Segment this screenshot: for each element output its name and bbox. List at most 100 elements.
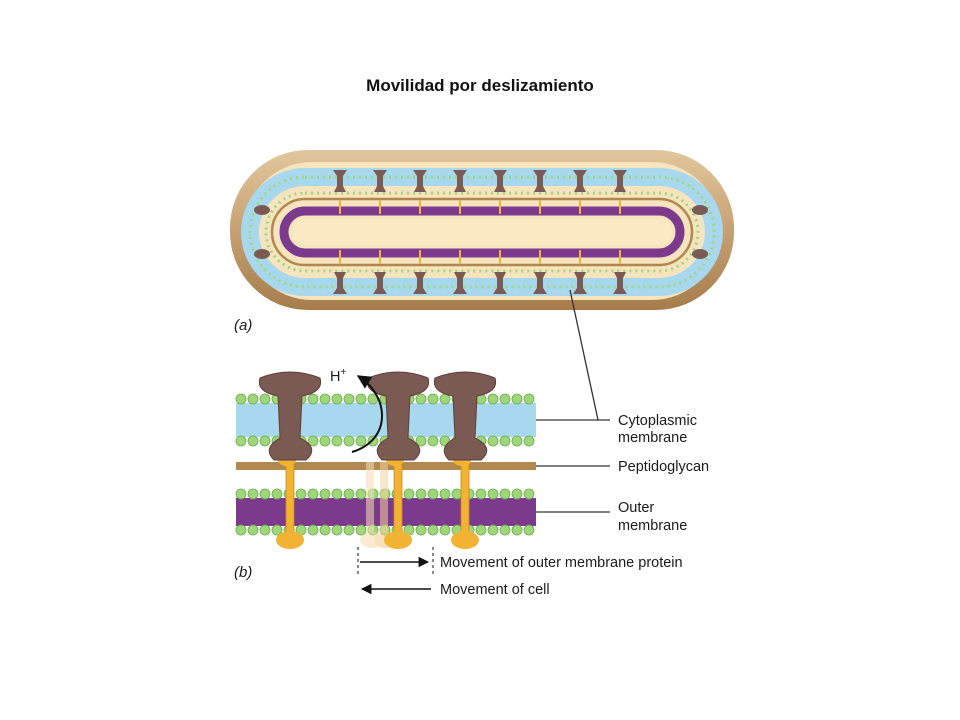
lipid-head [427, 435, 439, 447]
lipid-head [523, 393, 535, 405]
motor-complex [258, 371, 322, 549]
cell-lipid-row-inner [264, 191, 700, 273]
cell-motor-bottom [373, 272, 387, 294]
motor-protein-body [433, 371, 497, 461]
lipid-head [427, 488, 439, 500]
cell-motor-bottom [613, 272, 627, 294]
lipid-head [331, 524, 343, 536]
lipid-head [331, 393, 343, 405]
lipid-head [523, 435, 535, 447]
lipid-head [415, 488, 427, 500]
adhesin-stalk [393, 461, 403, 539]
lipid-head [511, 393, 523, 405]
lipid-head [451, 488, 463, 500]
lipid-head [319, 393, 331, 405]
cell-motor-end [254, 205, 270, 215]
lipid-head [247, 524, 259, 536]
lipid-head [499, 435, 511, 447]
lipid-head [319, 435, 331, 447]
panel-a-label: (a) [234, 317, 252, 334]
adhesin-stalk [285, 461, 295, 539]
lipid-head [487, 488, 499, 500]
lipid-head [499, 488, 511, 500]
label-outer-1: Outer [618, 500, 654, 516]
lipid-head [319, 524, 331, 536]
cell-cytoplasm [292, 219, 672, 245]
lipid-head [355, 488, 367, 500]
cell-outer-membrane-band [279, 206, 685, 258]
motor-protein-body [366, 371, 430, 461]
label-peptidoglycan: Peptidoglycan [618, 459, 709, 475]
label-cytoplasmic-2: membrane [618, 430, 687, 446]
lipid-head [247, 393, 259, 405]
cell-motor-bottom [453, 272, 467, 294]
whole-cell-diagram [230, 150, 734, 421]
lipid-head [367, 435, 379, 447]
lipid-head [439, 524, 451, 536]
cell-motor-bottom [493, 272, 507, 294]
cell-motor-bottom [333, 272, 347, 294]
label-outer-2: membrane [618, 518, 687, 534]
lipid-head [487, 393, 499, 405]
slide-title: Movilidad por deslizamiento [366, 76, 594, 95]
lipid-head [403, 488, 415, 500]
lipid-head [343, 524, 355, 536]
lipid-head [259, 393, 271, 405]
lipid-head [415, 435, 427, 447]
cell-motor-top [373, 170, 387, 192]
lipid-head [259, 435, 271, 447]
lipid-head [307, 488, 319, 500]
motor-complex [366, 371, 430, 549]
lipid-head [355, 393, 367, 405]
lipid-head [307, 524, 319, 536]
lipid-head [427, 524, 439, 536]
lipid-head [511, 524, 523, 536]
proton-symbol: H [330, 369, 340, 385]
lipid-head [295, 488, 307, 500]
lipid-head [415, 393, 427, 405]
cell-peptidoglycan-layer [270, 197, 694, 267]
cell-motor-top [613, 170, 627, 192]
cell-motor-top [493, 170, 507, 192]
lipid-head [331, 488, 343, 500]
lipid-head [259, 488, 271, 500]
adhesin-foot [276, 531, 304, 549]
lipid-head [439, 488, 451, 500]
lipid-head [523, 524, 535, 536]
lipid-head [355, 435, 367, 447]
lipid-head [271, 488, 283, 500]
lipid-head [319, 488, 331, 500]
lipid-head [235, 393, 247, 405]
cell-motor-end [692, 249, 708, 259]
cell-motor-top [533, 170, 547, 192]
cell-motor-proteins [254, 170, 708, 294]
motor-protein-body [258, 371, 322, 461]
adhesin-foot [384, 531, 412, 549]
leader-line-cytoplasmic [569, 289, 599, 421]
lipid-head [487, 435, 499, 447]
adhesin-stalk [460, 461, 470, 539]
lipid-head [475, 488, 487, 500]
cell-lipid-row-outer [248, 175, 716, 289]
lipid-head [247, 488, 259, 500]
lipid-head [343, 435, 355, 447]
lipid-head [523, 488, 535, 500]
cell-motor-top [333, 170, 347, 192]
proton-flow-arrow [351, 375, 383, 453]
lipid-head [235, 488, 247, 500]
label-cytoplasmic-1: Cytoplasmic [618, 413, 697, 429]
cell-motor-end [692, 205, 708, 215]
lipid-head [259, 524, 271, 536]
lipid-head [247, 435, 259, 447]
motor-proteins [258, 371, 497, 549]
cell-motor-bottom [413, 272, 427, 294]
membrane-detail-diagram: H+ [235, 367, 536, 595]
proton-charge: + [340, 367, 346, 378]
lipid-head [307, 393, 319, 405]
lipid-head [343, 488, 355, 500]
lipid-head [235, 435, 247, 447]
lipid-head [487, 524, 499, 536]
lipid-head [343, 393, 355, 405]
cell-motor-top [453, 170, 467, 192]
